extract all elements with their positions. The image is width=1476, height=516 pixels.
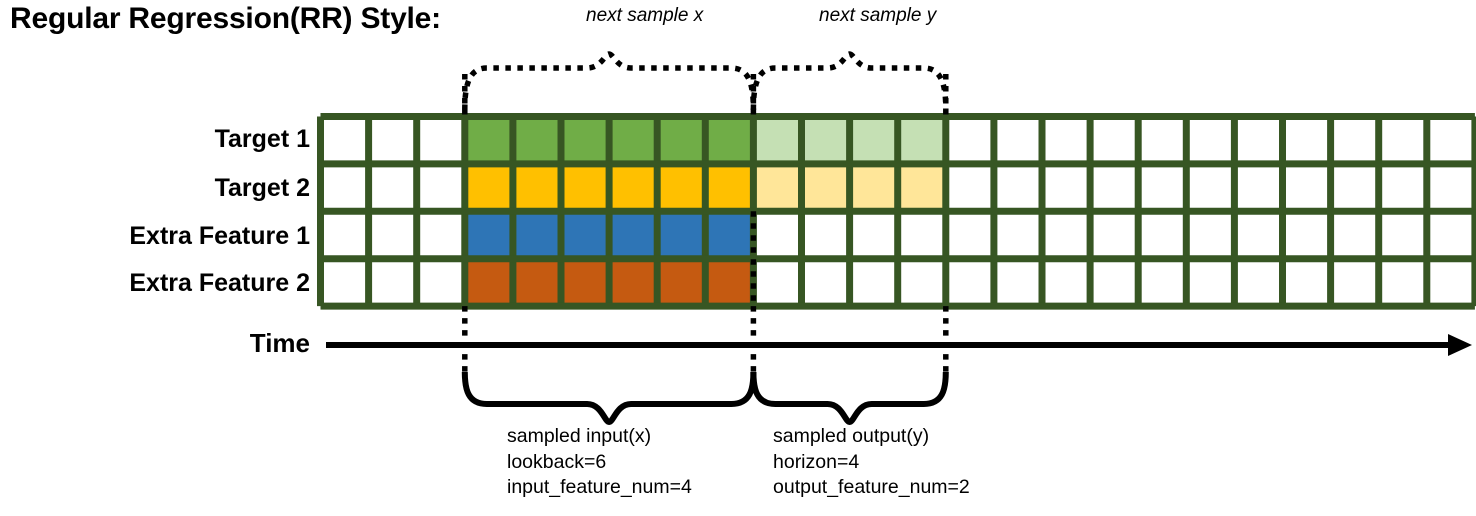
- grid-cell: [849, 163, 898, 212]
- grid-cell: [897, 116, 946, 164]
- brace-sampled-input: [461, 371, 757, 426]
- grid-cell: [657, 211, 706, 259]
- grid-cell: [705, 211, 754, 259]
- grid-cell: [512, 163, 561, 212]
- grid-cell: [849, 116, 898, 164]
- grid-cell: [561, 116, 610, 164]
- row-label-extra-feature-2: Extra Feature 2: [129, 269, 310, 297]
- sampled-output-feature-num: output_feature_num=2: [773, 476, 970, 499]
- grid-cell: [657, 116, 706, 164]
- time-axis-label: Time: [249, 328, 310, 358]
- grid-cell: [512, 211, 561, 259]
- timeline-grid: [317, 113, 1476, 310]
- brace-next-sample-y: [750, 51, 949, 111]
- brace-sampled-output: [750, 371, 949, 426]
- grid-cell: [705, 258, 754, 307]
- grid-cell: [897, 163, 946, 212]
- annotation-next-sample-y: next sample y: [819, 5, 937, 26]
- grid-cell: [705, 116, 754, 164]
- grid-cell: [464, 258, 513, 307]
- grid-cell: [609, 163, 658, 212]
- time-axis-arrow-icon: [1448, 334, 1472, 356]
- sampled-output-horizon: horizon=4: [773, 450, 860, 473]
- row-label-target-2: Target 2: [214, 174, 310, 202]
- grid-cell: [609, 116, 658, 164]
- grid-cell: [464, 163, 513, 212]
- sampled-output-title: sampled output(y): [773, 425, 930, 447]
- sampled-input-feature-num: input_feature_num=4: [507, 476, 692, 499]
- grid-cell: [801, 163, 850, 212]
- brace-and-axis-group: [326, 51, 1472, 426]
- annotation-sampled-input: sampled input(x) lookback=6 input_featur…: [507, 424, 692, 501]
- grid-cell: [561, 211, 610, 259]
- grid-cell: [609, 258, 658, 307]
- grid-cell: [512, 258, 561, 307]
- grid-cell: [464, 211, 513, 259]
- row-label-extra-feature-1: Extra Feature 1: [129, 222, 310, 250]
- grid-cell: [753, 116, 802, 164]
- grid-cell: [464, 116, 513, 164]
- grid-cell: [753, 163, 802, 212]
- annotation-sampled-output: sampled output(y) horizon=4 output_featu…: [773, 424, 970, 501]
- annotation-next-sample-x: next sample x: [586, 5, 704, 26]
- grid-cell: [705, 163, 754, 212]
- grid-cell: [657, 258, 706, 307]
- row-label-target-1: Target 1: [214, 125, 310, 153]
- grid-cell: [609, 211, 658, 259]
- grid-cell: [657, 163, 706, 212]
- brace-next-sample-x: [462, 51, 757, 111]
- grid-cell: [561, 163, 610, 212]
- sampled-input-lookback: lookback=6: [507, 450, 607, 473]
- grid-cell: [561, 258, 610, 307]
- sampled-input-title: sampled input(x): [507, 425, 652, 447]
- page-title: Regular Regression(RR) Style:: [10, 2, 441, 35]
- grid-cell: [801, 116, 850, 164]
- grid-cell: [512, 116, 561, 164]
